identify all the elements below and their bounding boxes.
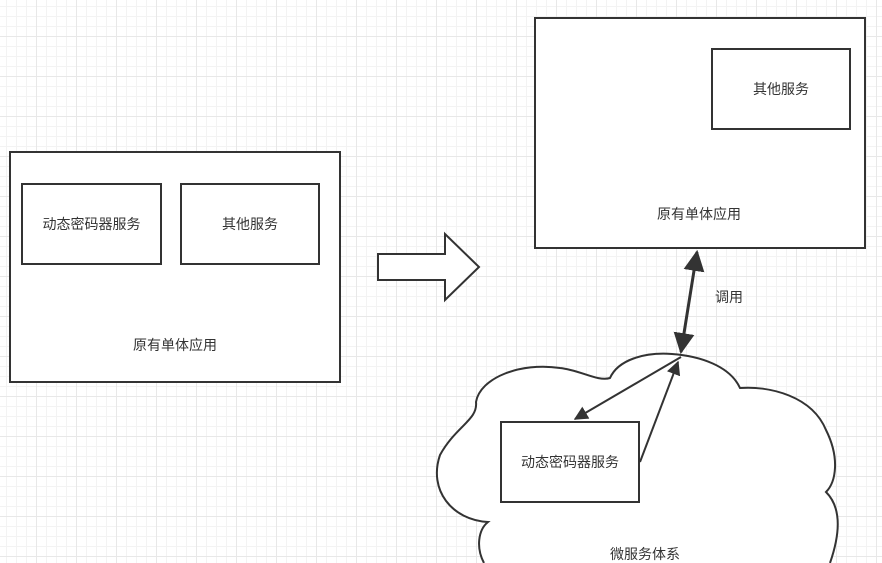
left-password-service-box xyxy=(21,183,162,265)
left-password-service-label: 动态密码器服务 xyxy=(43,216,141,233)
microservice-cloud: 动态密码器服务 微服务体系 xyxy=(435,352,839,563)
right-monolith-label: 原有单体应用 xyxy=(657,206,741,223)
arrow-from-password-service xyxy=(639,360,681,463)
right-other-service-label: 其他服务 xyxy=(753,82,809,98)
left-other-service-label: 其他服务 xyxy=(222,217,278,233)
cloud-password-service-box xyxy=(500,421,640,503)
cloud-password-service-label: 动态密码器服务 xyxy=(521,454,619,471)
call-arrow xyxy=(673,249,705,355)
arrow-to-password-service xyxy=(573,356,682,420)
left-other-service-box xyxy=(180,183,320,265)
right-other-service-box xyxy=(711,48,851,130)
transform-arrow xyxy=(377,231,481,303)
call-label: 调用 xyxy=(715,290,743,306)
left-monolith-label: 原有单体应用 xyxy=(133,337,217,354)
cloud-label: 微服务体系 xyxy=(610,547,680,563)
right-monolith: 其他服务 原有单体应用 xyxy=(534,17,866,249)
left-monolith: 动态密码器服务 其他服务 原有单体应用 xyxy=(9,151,341,383)
